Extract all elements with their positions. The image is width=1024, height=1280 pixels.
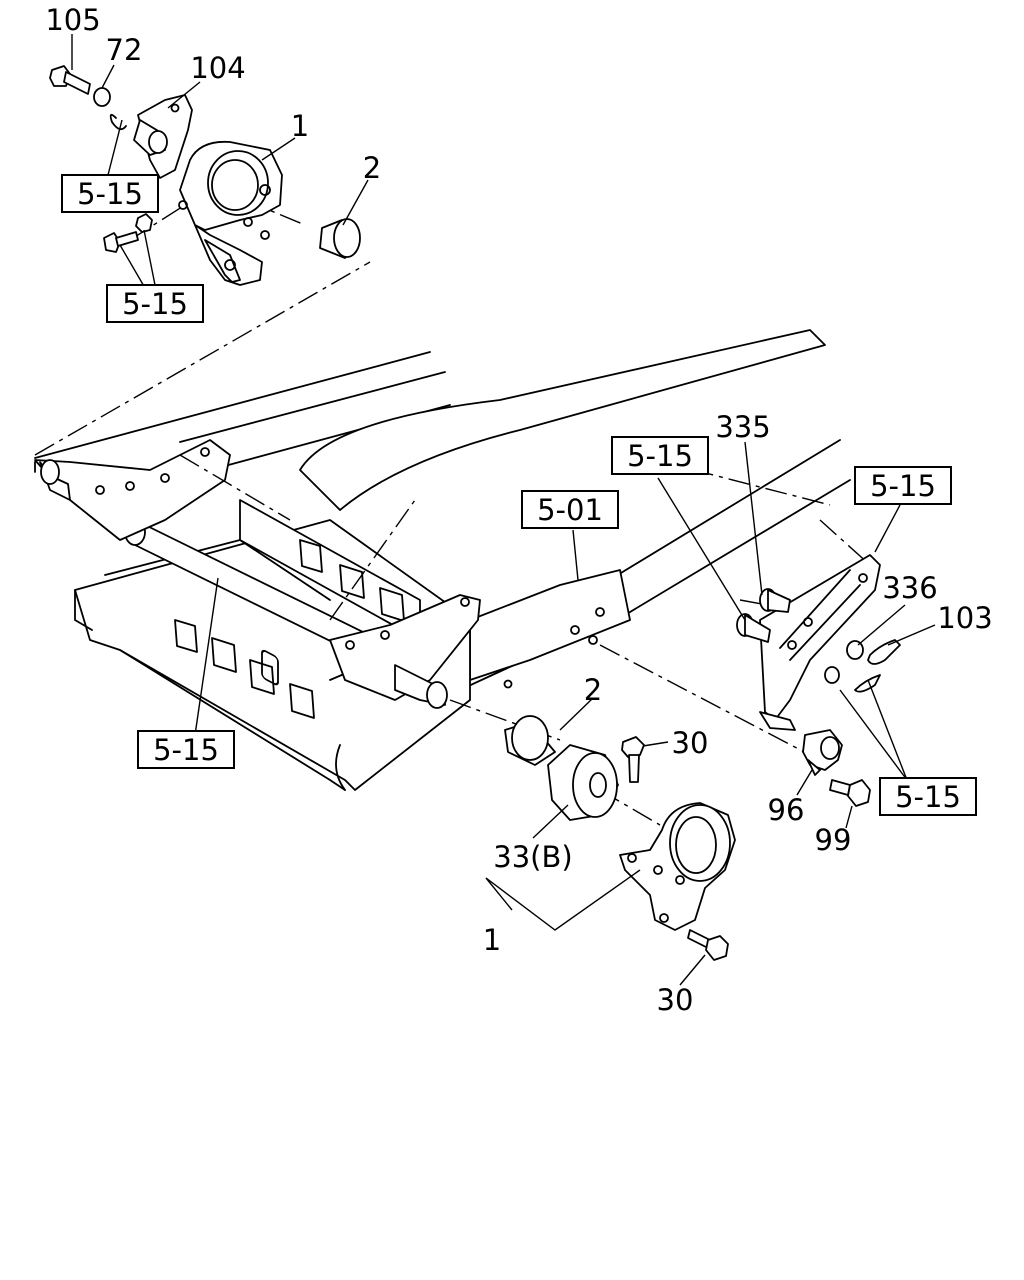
callout-2-top: 2 — [363, 151, 381, 185]
callout-2-mid: 2 — [584, 673, 602, 707]
ref-box-top-left-2 — [106, 284, 204, 323]
bolt-30-upper-icon — [621, 736, 645, 783]
bushing-2-mid-icon — [504, 715, 556, 766]
callout-33b: 33(B) — [493, 840, 572, 874]
ref-label-right-top: 5-15 — [870, 469, 936, 503]
chassis-frame — [34, 329, 851, 791]
bolt-30-lower-icon — [687, 929, 729, 961]
callout-104: 104 — [190, 51, 245, 85]
bushing-2-top-icon — [319, 218, 361, 259]
reference-labels: 5-15 5-15 5-01 5-15 5-15 5-15 5-15 — [77, 177, 961, 814]
bracket-104-icon — [133, 94, 193, 179]
callout-96: 96 — [768, 793, 805, 827]
callout-99: 99 — [815, 823, 852, 857]
washer-72-icon — [93, 87, 111, 107]
pin-335-icon — [759, 588, 791, 613]
pin-icon — [736, 613, 771, 643]
callout-105: 105 — [45, 3, 100, 37]
bolt-nut-icon — [103, 213, 153, 253]
cotter-pin-103-icon — [854, 639, 901, 693]
ref-box-right-top — [854, 466, 952, 505]
callout-335: 335 — [715, 410, 770, 444]
washer-336-icon — [846, 640, 864, 660]
reference-boxes — [61, 174, 977, 816]
callout-labels: 105 72 104 1 2 335 336 103 2 30 96 99 33… — [45, 3, 992, 1017]
ref-label-top-left-2: 5-15 — [122, 287, 188, 321]
ref-box-top-left — [61, 174, 159, 213]
snap-ring-icon — [109, 113, 127, 131]
callout-30-upper: 30 — [672, 726, 709, 760]
callout-103: 103 — [937, 601, 992, 635]
lower-bracket-assembly — [504, 715, 736, 961]
ref-box-frame — [521, 490, 619, 529]
shackle-assembly — [736, 554, 901, 807]
leader-lines — [71, 34, 936, 986]
ref-label-right-upper: 5-15 — [627, 439, 693, 473]
bracket-96-icon — [802, 729, 843, 776]
bracket-1-top-icon — [178, 140, 283, 286]
callout-72: 72 — [106, 33, 143, 67]
ref-label-top-left: 5-15 — [77, 177, 143, 211]
ref-label-right-lower: 5-15 — [895, 780, 961, 814]
bracket-1-lower-icon — [619, 802, 736, 931]
ref-label-frame: 5-01 — [537, 493, 603, 527]
ref-box-right-upper — [611, 436, 709, 475]
callout-30-lower: 30 — [657, 983, 694, 1017]
rubber-bushing-33b-icon — [547, 744, 619, 821]
ref-box-right-lower — [879, 777, 977, 816]
callout-1-top: 1 — [291, 109, 309, 143]
ref-label-mid-left: 5-15 — [153, 733, 219, 767]
callout-1-bottom: 1 — [483, 923, 501, 957]
callout-336: 336 — [882, 571, 937, 605]
frame-windows — [174, 539, 405, 719]
ref-box-mid-left — [137, 730, 235, 769]
bolt-105-icon — [49, 65, 91, 95]
bolt-99-icon — [829, 779, 871, 807]
